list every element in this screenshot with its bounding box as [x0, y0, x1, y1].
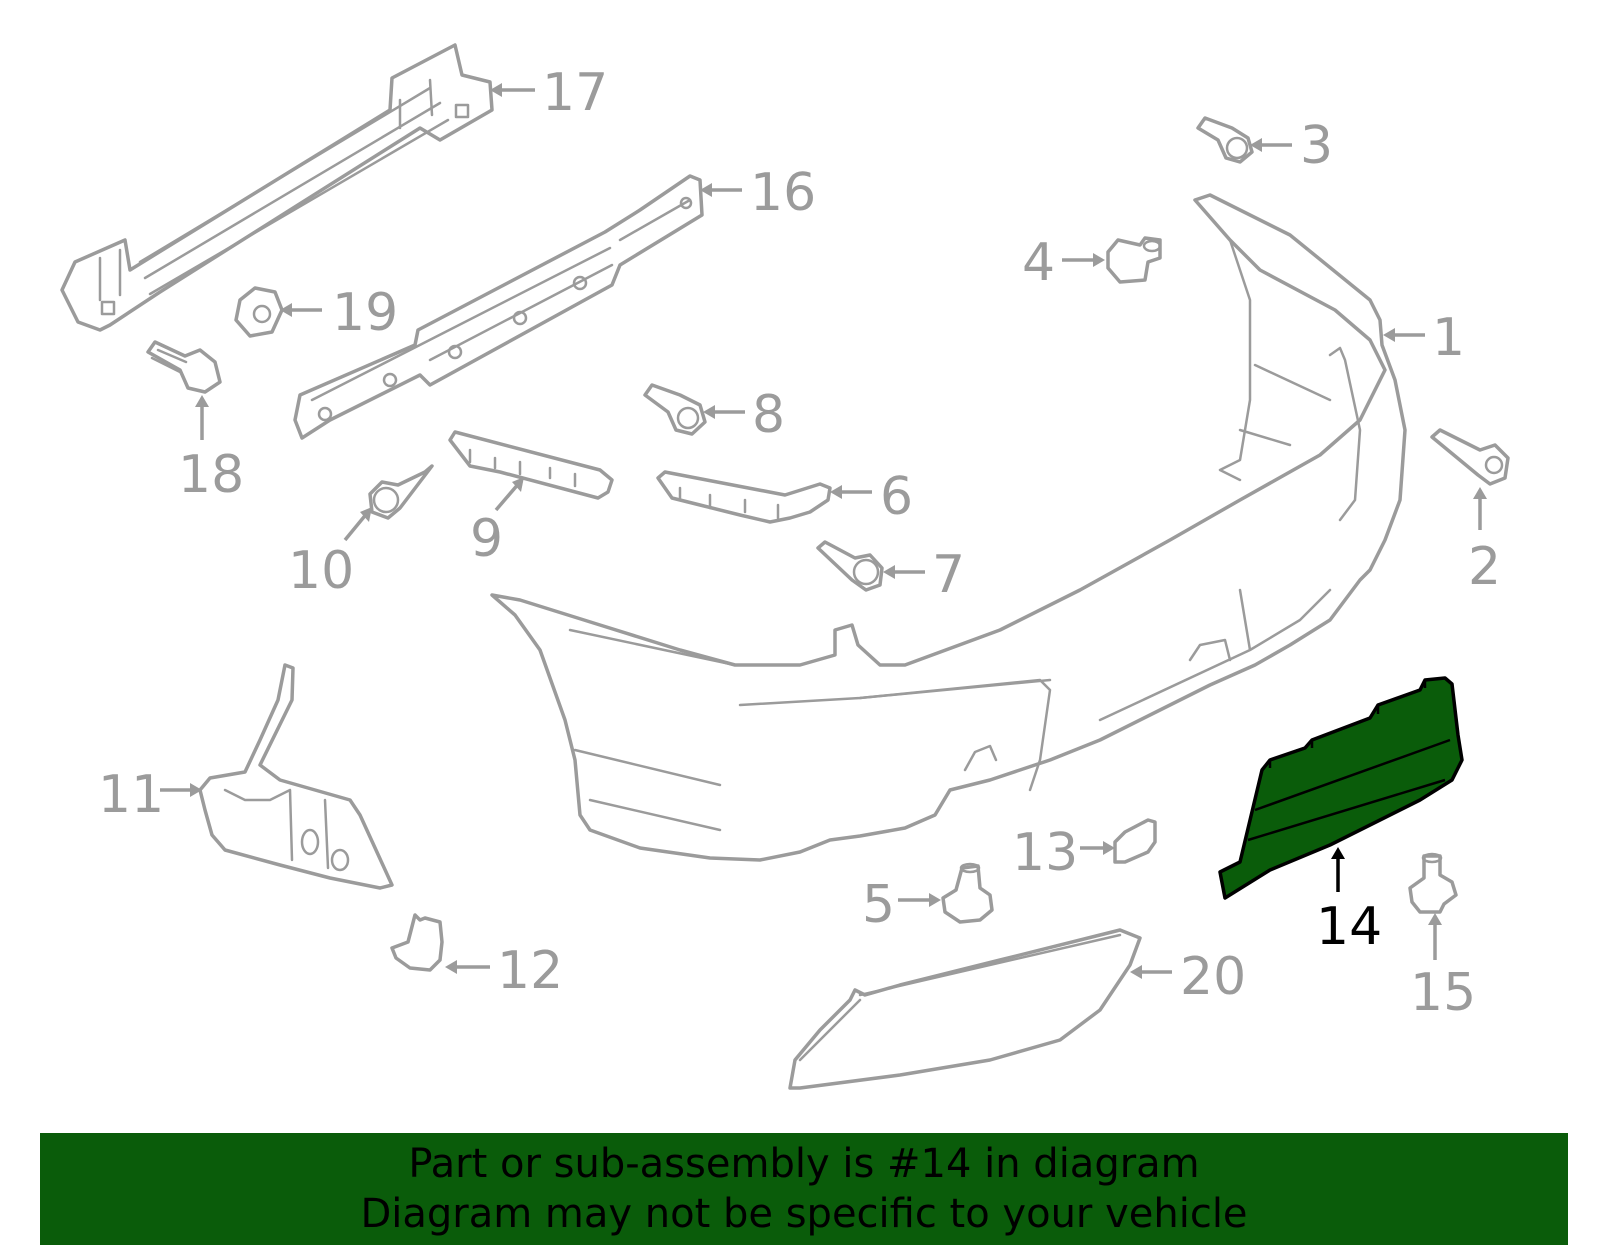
- callout-20: 20: [1180, 947, 1246, 1007]
- callout-11: 11: [98, 765, 164, 825]
- part-20-garnish: [788, 928, 1142, 1090]
- part-19-nut: [234, 286, 284, 338]
- part-3-clip: [1196, 116, 1254, 164]
- part-11-bracket: [198, 663, 394, 890]
- callout-19: 19: [332, 283, 398, 343]
- part-1-bumper-cover: [490, 193, 1407, 862]
- callout-5: 5: [862, 875, 895, 935]
- part-17-reinforcement-beam: [60, 43, 494, 332]
- part-9-bracket: [448, 430, 614, 500]
- part-12-clip: [390, 913, 444, 972]
- leader-arrows: [160, 83, 1487, 979]
- part-6-bracket: [656, 470, 832, 524]
- part-14-trim-panel: [1218, 676, 1464, 900]
- banner-line-part-number: Part or sub-assembly is #14 in diagram: [408, 1141, 1200, 1187]
- info-banner: Part or sub-assembly is #14 in diagram D…: [40, 1133, 1568, 1245]
- callout-labels: 17 16 19 18 3 4 1 2 8 6 9 10 7 11 12 13 …: [98, 63, 1501, 1023]
- part-4-push-clip: [1106, 236, 1162, 284]
- parts-diagram: 17 16 19 18 3 4 1 2 8 6 9 10 7 11 12 13 …: [60, 43, 1510, 1090]
- part-7-screw: [816, 540, 884, 592]
- callout-18: 18: [178, 445, 244, 505]
- callout-10: 10: [288, 541, 354, 601]
- callout-7: 7: [932, 545, 965, 605]
- part-5-clip: [941, 862, 994, 924]
- part-10-screw: [368, 464, 434, 520]
- callout-9: 9: [470, 509, 503, 569]
- callout-17: 17: [542, 63, 608, 123]
- part-8-clip: [643, 383, 707, 436]
- callout-16: 16: [750, 163, 816, 223]
- callout-15: 15: [1410, 963, 1476, 1023]
- part-16-energy-absorber: [293, 174, 704, 440]
- callout-14: 14: [1316, 897, 1382, 957]
- callout-6: 6: [880, 467, 913, 527]
- part-2-screw: [1430, 428, 1510, 486]
- callout-8: 8: [752, 385, 785, 445]
- callout-1: 1: [1432, 308, 1465, 368]
- callout-2: 2: [1468, 537, 1501, 597]
- callout-4: 4: [1022, 233, 1055, 293]
- part-18-bolt: [146, 340, 222, 394]
- part-13-cap: [1113, 818, 1157, 864]
- callout-13: 13: [1012, 823, 1078, 883]
- banner-line-disclaimer: Diagram may not be specific to your vehi…: [360, 1191, 1248, 1237]
- part-15-clip: [1408, 852, 1458, 914]
- callout-12: 12: [497, 941, 563, 1001]
- callout-3: 3: [1300, 116, 1333, 176]
